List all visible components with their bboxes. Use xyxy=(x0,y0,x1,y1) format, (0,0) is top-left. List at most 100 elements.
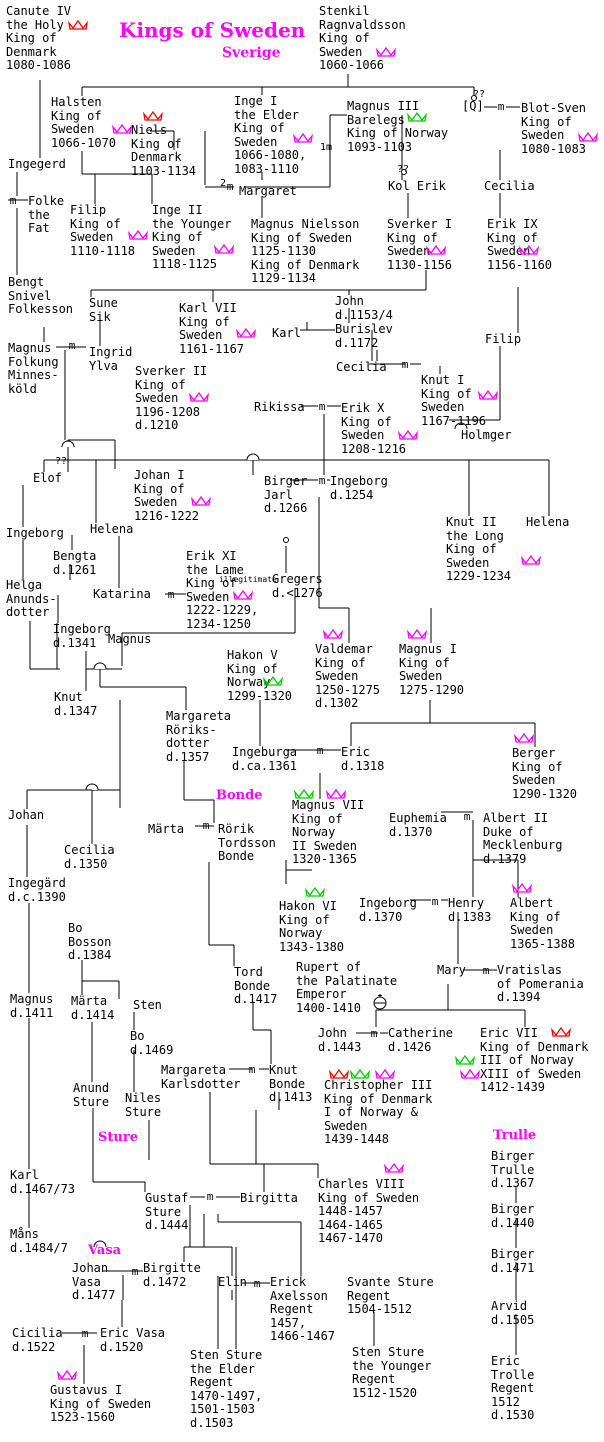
person-text: the Elder xyxy=(190,1361,256,1376)
marriage-order-mark: 1m xyxy=(320,142,333,153)
crown-icon-sweden xyxy=(407,629,427,639)
person-text: Anunds- xyxy=(6,591,57,606)
person-text: Bonde xyxy=(234,978,271,993)
person-text: 1299-1320 xyxy=(227,688,293,703)
person-text: II Sweden xyxy=(292,838,358,853)
person-text: Denmark xyxy=(6,44,57,59)
person-text: Knut I xyxy=(421,373,465,387)
person-text: d.1266 xyxy=(264,501,308,516)
person-text: the Younger xyxy=(152,216,232,231)
person-text: the Palatinate xyxy=(296,973,398,988)
person-text: Ingeburga xyxy=(232,745,298,759)
house-label-bonde: Bonde xyxy=(216,788,263,803)
person-holmger: Holmger xyxy=(461,428,512,443)
person-text: King of Denmark xyxy=(324,1091,433,1106)
person-text: d.1413 xyxy=(269,1090,313,1105)
person-text: Bo xyxy=(68,921,83,935)
person-text: Eric xyxy=(341,745,370,759)
person-text: Folke xyxy=(28,194,65,208)
line-crossing xyxy=(93,662,107,670)
person-text: Sweden xyxy=(152,243,196,258)
person-text: d.1370 xyxy=(359,909,403,924)
crown-icon-denmark xyxy=(143,111,163,121)
person-text: 1083-1110 xyxy=(234,161,300,176)
person-ingegerd: Ingegerd xyxy=(8,157,66,172)
person-text: 1167-1196 xyxy=(421,413,487,428)
person-text: 1066-1080, xyxy=(234,148,307,163)
person-text: Ingeborg xyxy=(359,896,417,910)
person-text: Norway xyxy=(279,926,323,941)
crown-icon-sweden xyxy=(521,555,541,565)
person-text: Filip xyxy=(70,203,107,217)
person-text: Trulle xyxy=(491,1162,535,1177)
person-text: Katarina xyxy=(93,587,151,601)
person-text: Halsten xyxy=(51,95,102,109)
person-text: Magnus xyxy=(10,992,54,1006)
crown-icon-norway xyxy=(305,887,325,897)
person-text: 1060-1066 xyxy=(319,58,385,73)
crown-icon-norway xyxy=(350,1069,370,1079)
person-text: Måns xyxy=(10,1227,39,1241)
person-text: Margaret xyxy=(239,184,297,198)
crown-icon-sweden xyxy=(478,390,498,400)
person-text: 1093-1103 xyxy=(347,139,413,154)
uncertain-mark: ?? xyxy=(397,164,410,175)
person-text: Ingegärd xyxy=(8,876,66,890)
person-text: [Q] xyxy=(462,99,484,113)
person-birgitta: Birgitta xyxy=(240,1191,298,1206)
person-text: Jarl xyxy=(264,487,293,502)
person-text: Niles xyxy=(125,1091,162,1105)
person-text: Knut xyxy=(269,1063,298,1077)
person-text: King of xyxy=(399,655,450,670)
person-text: Eric xyxy=(491,1354,520,1368)
person-text: Sverker II xyxy=(135,364,208,378)
person-text: 1466-1467 xyxy=(270,1329,336,1344)
person-text: d.1384 xyxy=(68,948,112,963)
person-text: 1066-1070 xyxy=(51,135,117,150)
person-text: Birgitta xyxy=(240,1191,298,1205)
person-text: d.1172 xyxy=(335,335,379,350)
person-text: 1250-1275 xyxy=(315,682,381,697)
person-text: Bosson xyxy=(68,934,112,949)
person-text: the Lame xyxy=(186,562,244,577)
person-text: d.1444 xyxy=(145,1218,189,1233)
person-text: Rörik xyxy=(218,822,255,836)
person-text: Sik xyxy=(89,309,111,324)
person-text: d.1394 xyxy=(497,990,541,1005)
person-text: King of xyxy=(521,114,572,129)
person-text: d.1471 xyxy=(491,1260,535,1275)
person-text: King of xyxy=(51,108,102,123)
person-text: King of xyxy=(446,542,497,557)
person-text: d.1367 xyxy=(491,1176,535,1191)
person-text: King of xyxy=(186,576,237,591)
line-crossing xyxy=(454,422,468,430)
person-text: Magnus VII xyxy=(292,798,365,812)
person-text: King of xyxy=(279,912,330,927)
person-text: 1103-1134 xyxy=(131,163,197,178)
person-text: d.c.1390 xyxy=(8,889,66,904)
person-text: Norway xyxy=(292,825,336,840)
person-text: King of xyxy=(179,314,230,329)
person-text: d.1341 xyxy=(53,635,97,650)
marriage-mark: m xyxy=(82,1327,89,1340)
person-text: Ingegerd xyxy=(8,157,66,171)
person-text: King of xyxy=(152,230,203,245)
person-text: d.1477 xyxy=(72,1288,116,1303)
marriage-mark: m xyxy=(69,339,76,352)
person-text: King of xyxy=(292,811,343,826)
